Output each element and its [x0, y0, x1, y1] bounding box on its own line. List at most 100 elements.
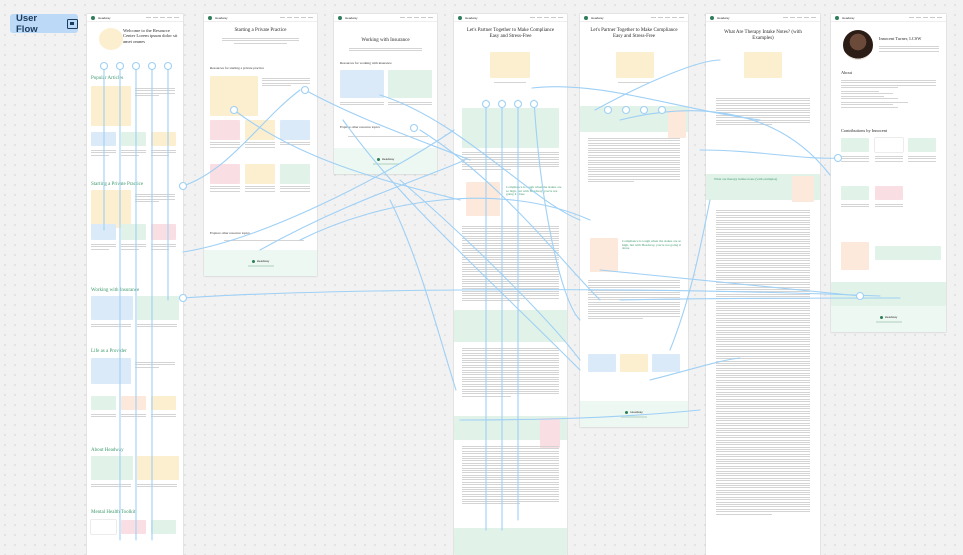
article-title: Let's Partner Together to Make Complianc… — [590, 28, 678, 39]
article-card-thumb[interactable] — [151, 224, 176, 240]
article-card[interactable] — [91, 456, 133, 480]
article-card-text — [91, 414, 116, 419]
frame-private-practice[interactable]: Headway Starting a Private Practice Reso… — [204, 14, 317, 276]
frame-therapy-notes[interactable]: Headway What Are Therapy Intake Notes? (… — [706, 14, 820, 555]
related-card[interactable] — [588, 354, 616, 372]
article-card[interactable] — [137, 296, 179, 320]
callout-box — [462, 108, 559, 148]
article-card[interactable] — [137, 456, 179, 480]
connector — [304, 89, 471, 161]
callout-box — [454, 310, 567, 342]
nav-links[interactable] — [146, 16, 179, 19]
connector — [533, 99, 581, 321]
nav-links[interactable] — [783, 16, 816, 19]
article-card[interactable] — [388, 70, 432, 98]
contribution-card[interactable] — [908, 138, 936, 152]
article-card-thumb[interactable] — [210, 120, 240, 140]
article-card-featured[interactable] — [91, 358, 131, 384]
pull-quote: Compliance is tough when the stakes are … — [622, 239, 682, 251]
logo-icon — [91, 15, 95, 20]
connector-node — [300, 85, 310, 95]
article-card-thumb[interactable] — [121, 224, 146, 240]
frame-compliance-article-b[interactable]: Headway Let's Partner Together to Make C… — [580, 14, 688, 427]
frame-insurance[interactable]: Headway Working with Insurance Resources… — [334, 14, 437, 174]
article-card-featured[interactable] — [91, 190, 131, 228]
frame-author-profile[interactable]: Headway Innocent Turner, LCSW About Cont… — [831, 14, 946, 332]
article-card-thumb[interactable] — [121, 520, 146, 534]
article-card-text — [121, 244, 146, 251]
article-card-text — [137, 484, 177, 489]
article-card[interactable] — [340, 70, 384, 98]
topic-links[interactable] — [224, 240, 304, 242]
connector — [699, 149, 841, 159]
topic-links[interactable] — [348, 136, 428, 138]
logo-icon — [458, 15, 462, 20]
connector-node — [131, 61, 141, 71]
related-card[interactable] — [620, 354, 648, 372]
article-card-featured[interactable] — [91, 86, 131, 126]
article-card-thumb[interactable] — [210, 164, 240, 184]
card-text — [841, 156, 869, 163]
article-card-text — [121, 414, 146, 419]
user-flow-tag[interactable]: User Flow — [10, 13, 78, 35]
article-card-text — [262, 78, 310, 88]
nav-bar: Headway — [706, 14, 820, 22]
card-text — [875, 204, 903, 209]
article-card-text — [245, 186, 275, 193]
nav-links[interactable] — [400, 16, 433, 19]
article-card-thumb[interactable] — [91, 396, 116, 410]
section-private-practice: Starting a Private Practice — [91, 182, 144, 187]
logo-text: Headway — [98, 15, 111, 20]
connector — [531, 86, 761, 121]
article-card-thumb[interactable] — [245, 164, 275, 184]
article-card-thumb[interactable] — [280, 164, 310, 184]
nav-links[interactable] — [280, 16, 313, 19]
article-body — [716, 210, 810, 516]
nav-links[interactable] — [530, 16, 563, 19]
cta-banner[interactable] — [831, 282, 946, 306]
article-card-text — [135, 194, 175, 204]
article-card-thumb[interactable] — [151, 132, 176, 146]
footer: Headway — [204, 250, 317, 276]
logo-icon — [835, 15, 839, 20]
connector — [259, 159, 466, 251]
logo-icon — [710, 15, 714, 20]
nav-links[interactable] — [651, 16, 684, 19]
contribution-card[interactable] — [841, 138, 869, 152]
article-card[interactable] — [91, 296, 133, 320]
resources-heading: Resources for working with insurance — [340, 61, 392, 65]
connector — [649, 357, 741, 381]
article-body — [716, 98, 810, 127]
article-card-text — [151, 244, 176, 251]
about-text — [841, 80, 936, 109]
article-card-thumb[interactable] — [151, 396, 176, 410]
contribution-card[interactable] — [874, 137, 904, 153]
frame-compliance-article[interactable]: Headway Let's Partner Together to Make C… — [454, 14, 567, 555]
frame-resource-center[interactable]: Headway Welcome to the Resource Center L… — [87, 14, 183, 555]
article-card-thumb[interactable] — [121, 132, 146, 146]
nav-links[interactable] — [909, 16, 942, 19]
related-card[interactable] — [652, 354, 680, 372]
nav-bar: Headway — [454, 14, 567, 22]
card-text — [875, 156, 903, 163]
nav-bar: Headway — [87, 14, 183, 22]
connector-node — [833, 153, 843, 163]
cta-banner[interactable] — [454, 528, 567, 555]
article-illustration — [590, 238, 618, 272]
article-card-text — [388, 102, 432, 107]
article-card-text — [210, 186, 240, 193]
contribution-card[interactable] — [841, 186, 869, 200]
article-card-thumb[interactable] — [91, 224, 116, 240]
article-card-thumb[interactable] — [151, 520, 176, 534]
article-card-thumb[interactable] — [280, 120, 310, 140]
article-illustration — [540, 418, 560, 448]
article-card-text — [137, 324, 177, 329]
contribution-card[interactable] — [875, 186, 903, 200]
connector — [233, 109, 461, 201]
article-hero-image — [744, 52, 782, 78]
article-card-thumb[interactable] — [121, 396, 146, 410]
connector — [619, 297, 901, 301]
frame-icon[interactable] — [67, 18, 78, 29]
article-card-thumb[interactable] — [90, 519, 117, 535]
connector-node — [855, 291, 865, 301]
